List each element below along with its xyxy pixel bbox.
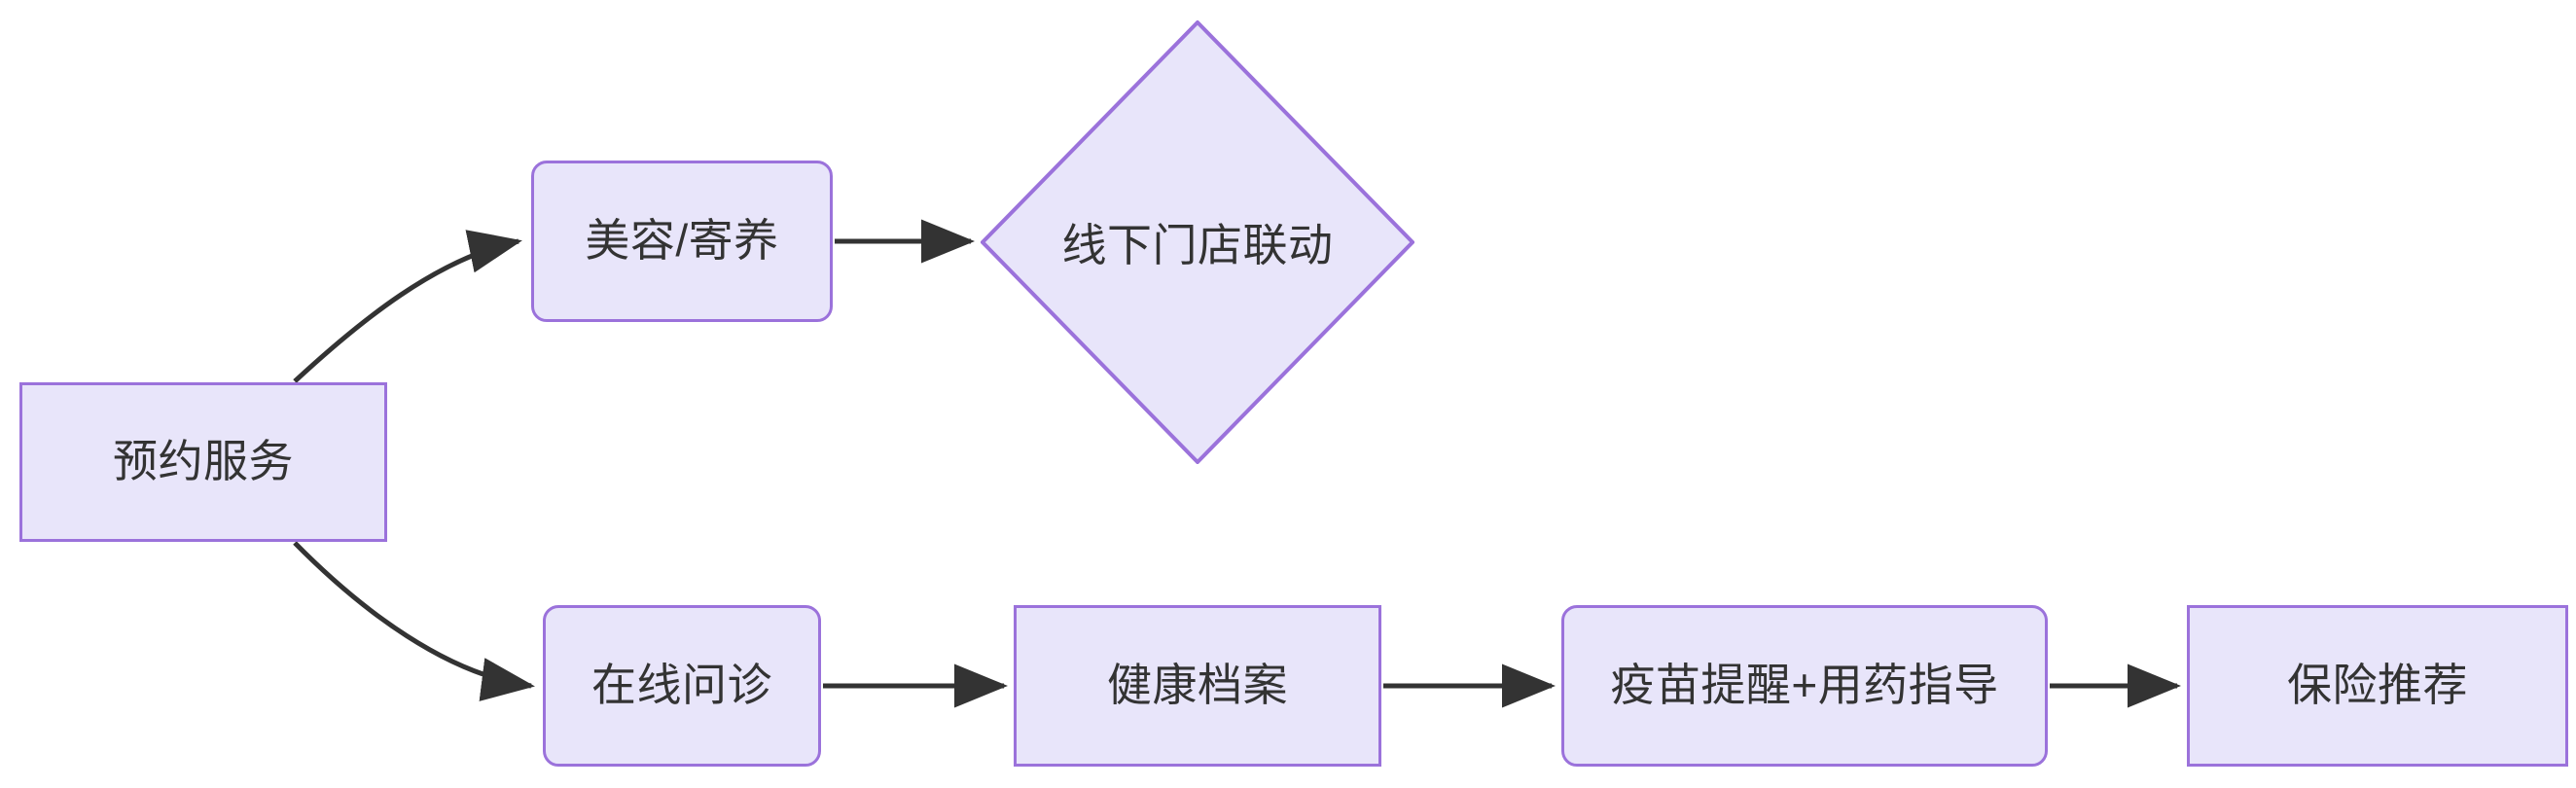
node-label: 疫苗提醒+用药指导 [1610, 660, 1999, 711]
edge-appointment-to-grooming [293, 230, 522, 383]
node-label: 在线问诊 [591, 660, 772, 711]
node-online-consultation[interactable]: 在线问诊 [543, 605, 821, 767]
node-label: 预约服务 [113, 436, 294, 487]
node-insurance-recommendation[interactable]: 保险推荐 [2187, 605, 2568, 767]
node-vaccine-medication-guidance[interactable]: 疫苗提醒+用药指导 [1561, 605, 2048, 767]
node-grooming-boarding[interactable]: 美容/寄养 [531, 161, 833, 322]
diamond-shape [981, 20, 1414, 464]
edge-appointment-to-consultation [293, 541, 535, 701]
node-label: 线下门店联动 [1061, 220, 1334, 270]
node-label: 美容/寄养 [585, 215, 779, 267]
node-label: 健康档案 [1107, 660, 1288, 711]
node-appointment-service[interactable]: 预约服务 [19, 382, 387, 542]
node-label: 保险推荐 [2287, 660, 2468, 711]
node-offline-store-integration[interactable]: 线下门店联动 [981, 20, 1414, 464]
node-health-record[interactable]: 健康档案 [1014, 605, 1381, 767]
